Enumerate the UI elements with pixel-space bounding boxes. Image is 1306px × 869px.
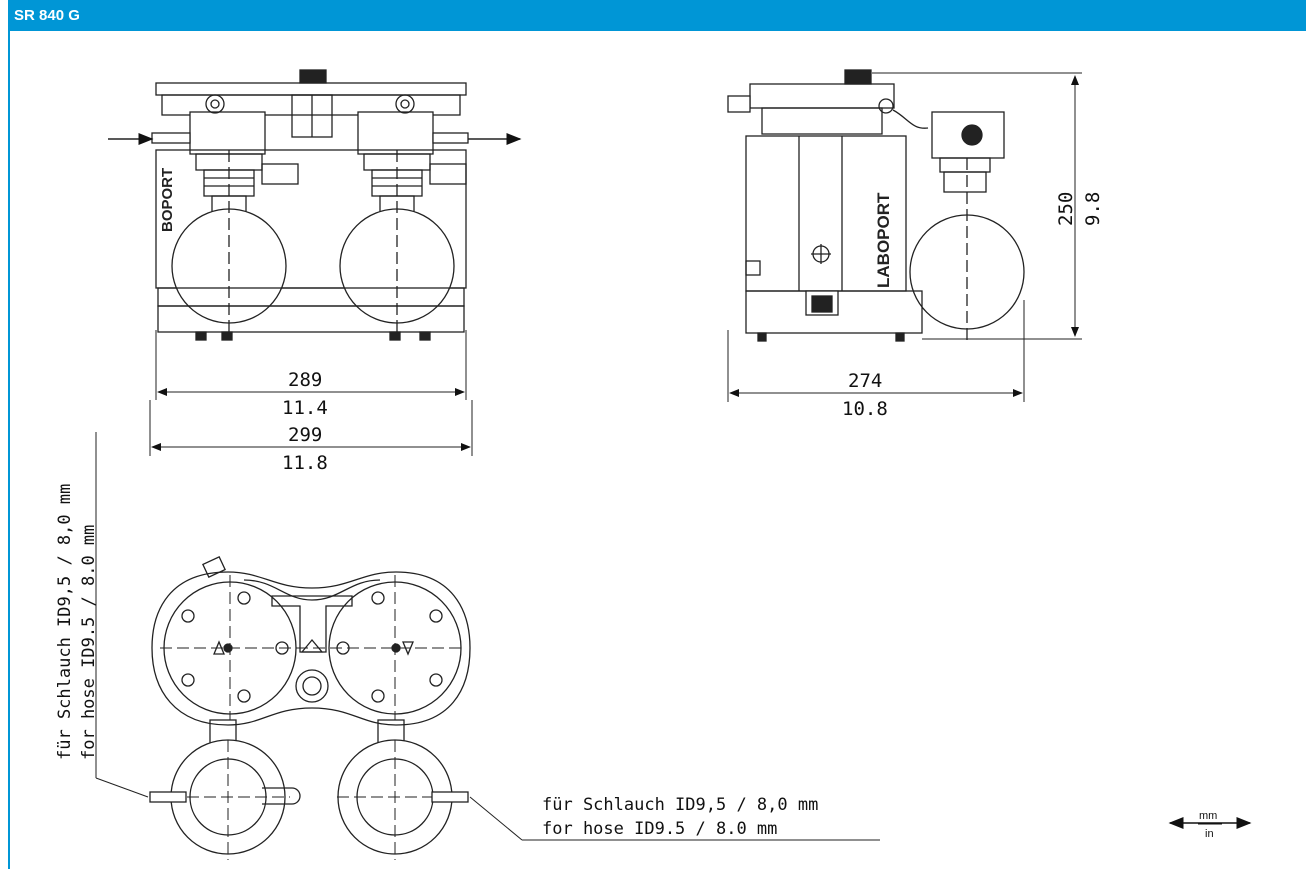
side-depth-mm: 274 xyxy=(848,370,882,392)
side-depth-in: 10.8 xyxy=(842,398,888,420)
hose-note-en: for hose ID9.5 / 8.0 mm xyxy=(542,819,777,839)
side-brand-label: LABOPORT xyxy=(874,192,893,288)
top-view xyxy=(95,432,880,860)
unit-in-label: in xyxy=(1205,828,1214,840)
hose-note-de-vertical: für Schlauch ID9,5 / 8,0 mm xyxy=(55,484,75,760)
frame-border xyxy=(8,31,10,869)
unit-legend xyxy=(1168,817,1252,829)
side-view xyxy=(727,69,1082,402)
front-overall-in: 11.8 xyxy=(282,452,328,474)
header-bar: SR 840 G xyxy=(8,0,1306,31)
front-brand-label: BOPORT xyxy=(159,168,176,232)
hose-note-de: für Schlauch ID9,5 / 8,0 mm xyxy=(542,795,818,815)
front-width-mm: 289 xyxy=(288,369,322,391)
page-title: SR 840 G xyxy=(14,7,80,24)
side-height-in: 9.8 xyxy=(1082,192,1104,226)
side-height-mm: 250 xyxy=(1055,192,1077,226)
front-width-in: 11.4 xyxy=(282,397,328,419)
unit-mm-label: mm xyxy=(1199,810,1217,822)
front-overall-mm: 299 xyxy=(288,424,322,446)
hose-note-en-vertical: for hose ID9.5 / 8.0 mm xyxy=(79,525,99,760)
front-view xyxy=(108,69,522,456)
